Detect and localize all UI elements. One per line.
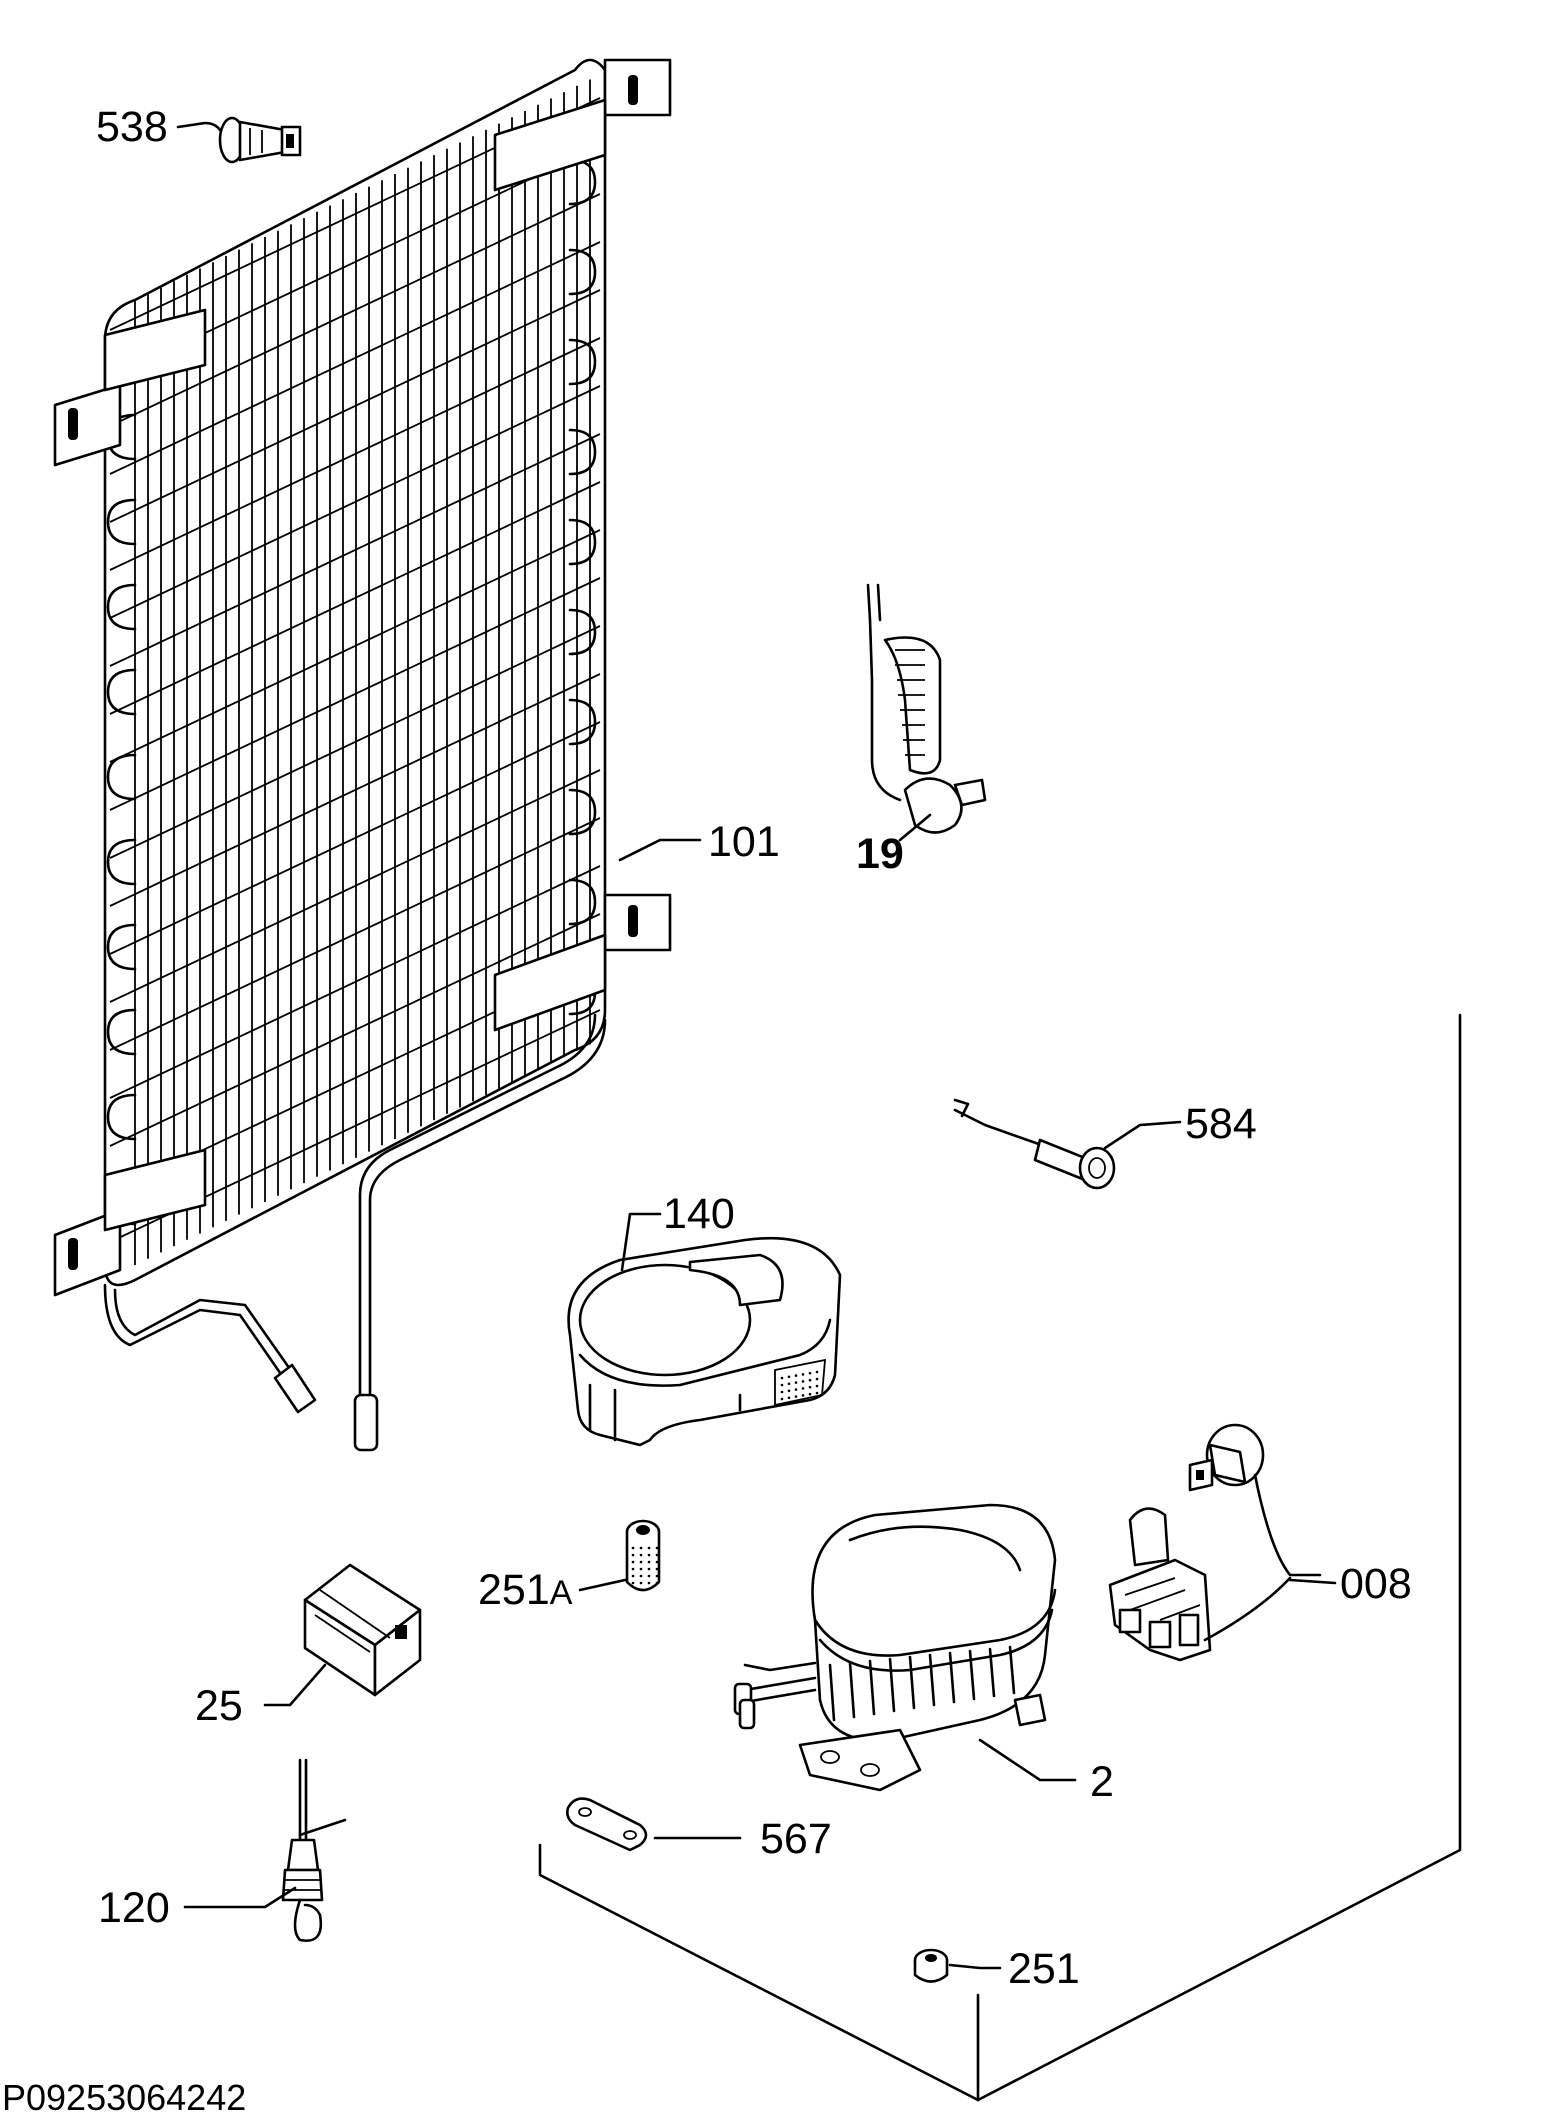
power-cord-part-19 [866, 583, 987, 842]
bushing-part-251A [625, 1519, 661, 1592]
condenser-part-101 [53, 58, 672, 1452]
bracket-part-567 [566, 1797, 648, 1852]
capacitor-part-25 [303, 1563, 422, 1697]
drip-tray-part-140 [567, 1236, 842, 1447]
grommet-part-538 [218, 116, 302, 164]
label-19: 19 [856, 830, 904, 878]
label-251A: 251A [478, 1566, 573, 1614]
part-labels: 538 101 19 584 140 251A 008 25 2 567 120… [96, 103, 1412, 1993]
label-008: 008 [1340, 1560, 1412, 1608]
valve-part-120 [281, 1758, 347, 1942]
label-25: 25 [195, 1682, 243, 1730]
label-567: 567 [760, 1815, 832, 1863]
label-140: 140 [663, 1190, 735, 1238]
rubber-grommet-part-251 [913, 1948, 949, 1983]
document-id: P09253064242 [2, 2077, 246, 2118]
label-101: 101 [708, 818, 780, 866]
label-538: 538 [96, 103, 168, 151]
starter-relay-part-008 [1108, 1423, 1322, 1662]
cabinet-base-outline [538, 1013, 1462, 2102]
label-2: 2 [1090, 1758, 1114, 1806]
label-251: 251 [1008, 1945, 1080, 1993]
label-584: 584 [1185, 1100, 1257, 1148]
leader-lines [176, 121, 1337, 1970]
compressor-part-2 [733, 1503, 1057, 1792]
sensor-part-584 [953, 1098, 1116, 1190]
label-120: 120 [98, 1884, 170, 1932]
